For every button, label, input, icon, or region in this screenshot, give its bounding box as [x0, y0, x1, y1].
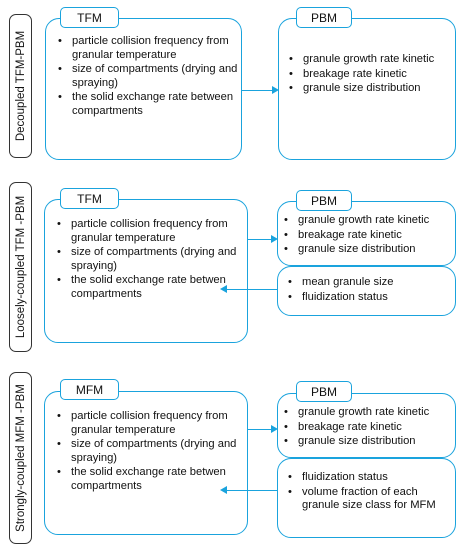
panel2-right-item: breakage rate kinetic: [284, 229, 454, 243]
panel2-side-label: Loosely-coupled TFM -PBM: [9, 182, 32, 352]
panel2-right-box: granule growth rate kinetic breakage rat…: [277, 201, 456, 266]
panel3-right-item: granule growth rate kinetic: [284, 406, 454, 420]
panel2-feedback-item: fluidization status: [288, 291, 453, 305]
panel1-left-title: TFM: [60, 7, 119, 28]
panel1-forward-arrow: [242, 86, 279, 94]
panel3-right-item: granule size distribution: [284, 435, 454, 449]
panel3-feedback-box: fluidization status volume fraction of e…: [277, 458, 456, 538]
panel3-right-item: breakage rate kinetic: [284, 421, 454, 435]
panel2-left-item: the solid exchange rate betwen compartme…: [57, 274, 242, 301]
panel3-left-item: the solid exchange rate betwen compartme…: [57, 466, 242, 493]
panel2-feedback-arrow: [220, 285, 277, 293]
panel2-feedback-box: mean granule size fluidization status: [277, 266, 456, 316]
panel1-right-item: granule growth rate kinetic: [289, 53, 454, 67]
panel1-right-box: granule growth rate kinetic breakage rat…: [278, 18, 456, 160]
panel1-left-item: particle collision frequency from granul…: [58, 35, 238, 62]
panel3-left-item: size of compartments (drying and sprayin…: [57, 438, 242, 465]
panel1-side-text: Decoupled TFM-PBM: [14, 30, 27, 142]
panel1-right-item: breakage rate kinetic: [289, 68, 454, 82]
panel3-side-label: Strongly-coupled MFM -PBM: [9, 372, 32, 544]
panel2-left-item: particle collision frequency from granul…: [57, 218, 242, 245]
panel3-right-title: PBM: [296, 381, 352, 402]
panel1-right-title: PBM: [296, 7, 352, 28]
panel3-right-box: granule growth rate kinetic breakage rat…: [277, 393, 456, 458]
panel3-left-box: particle collision frequency from granul…: [44, 391, 248, 535]
panel3-feedback-arrow: [220, 486, 277, 494]
panel1-left-box: particle collision frequency from granul…: [45, 18, 242, 160]
panel1-side-label: Decoupled TFM-PBM: [9, 14, 32, 158]
panel1-right-item: granule size distribution: [289, 82, 454, 96]
panel2-side-text: Loosely-coupled TFM -PBM: [14, 195, 27, 339]
panel3-feedback-item: fluidization status: [288, 471, 453, 485]
panel2-right-item: granule size distribution: [284, 243, 454, 257]
panel3-side-text: Strongly-coupled MFM -PBM: [14, 384, 27, 532]
panel3-forward-arrow: [248, 425, 278, 433]
panel3-left-title: MFM: [60, 379, 119, 400]
panel2-left-title: TFM: [60, 188, 119, 209]
panel2-left-box: particle collision frequency from granul…: [44, 199, 248, 343]
panel2-right-title: PBM: [296, 190, 352, 211]
panel2-left-item: size of compartments (drying and sprayin…: [57, 246, 242, 273]
panel3-left-item: particle collision frequency from granul…: [57, 410, 242, 437]
panel2-forward-arrow: [248, 235, 278, 243]
panel1-left-item: size of compartments (drying and sprayin…: [58, 63, 238, 90]
panel3-feedback-item: volume fraction of each granule size cla…: [288, 486, 453, 513]
panel1-left-item: the solid exchange rate between compartm…: [58, 91, 238, 118]
panel2-right-item: granule growth rate kinetic: [284, 214, 454, 228]
panel2-feedback-item: mean granule size: [288, 276, 453, 290]
